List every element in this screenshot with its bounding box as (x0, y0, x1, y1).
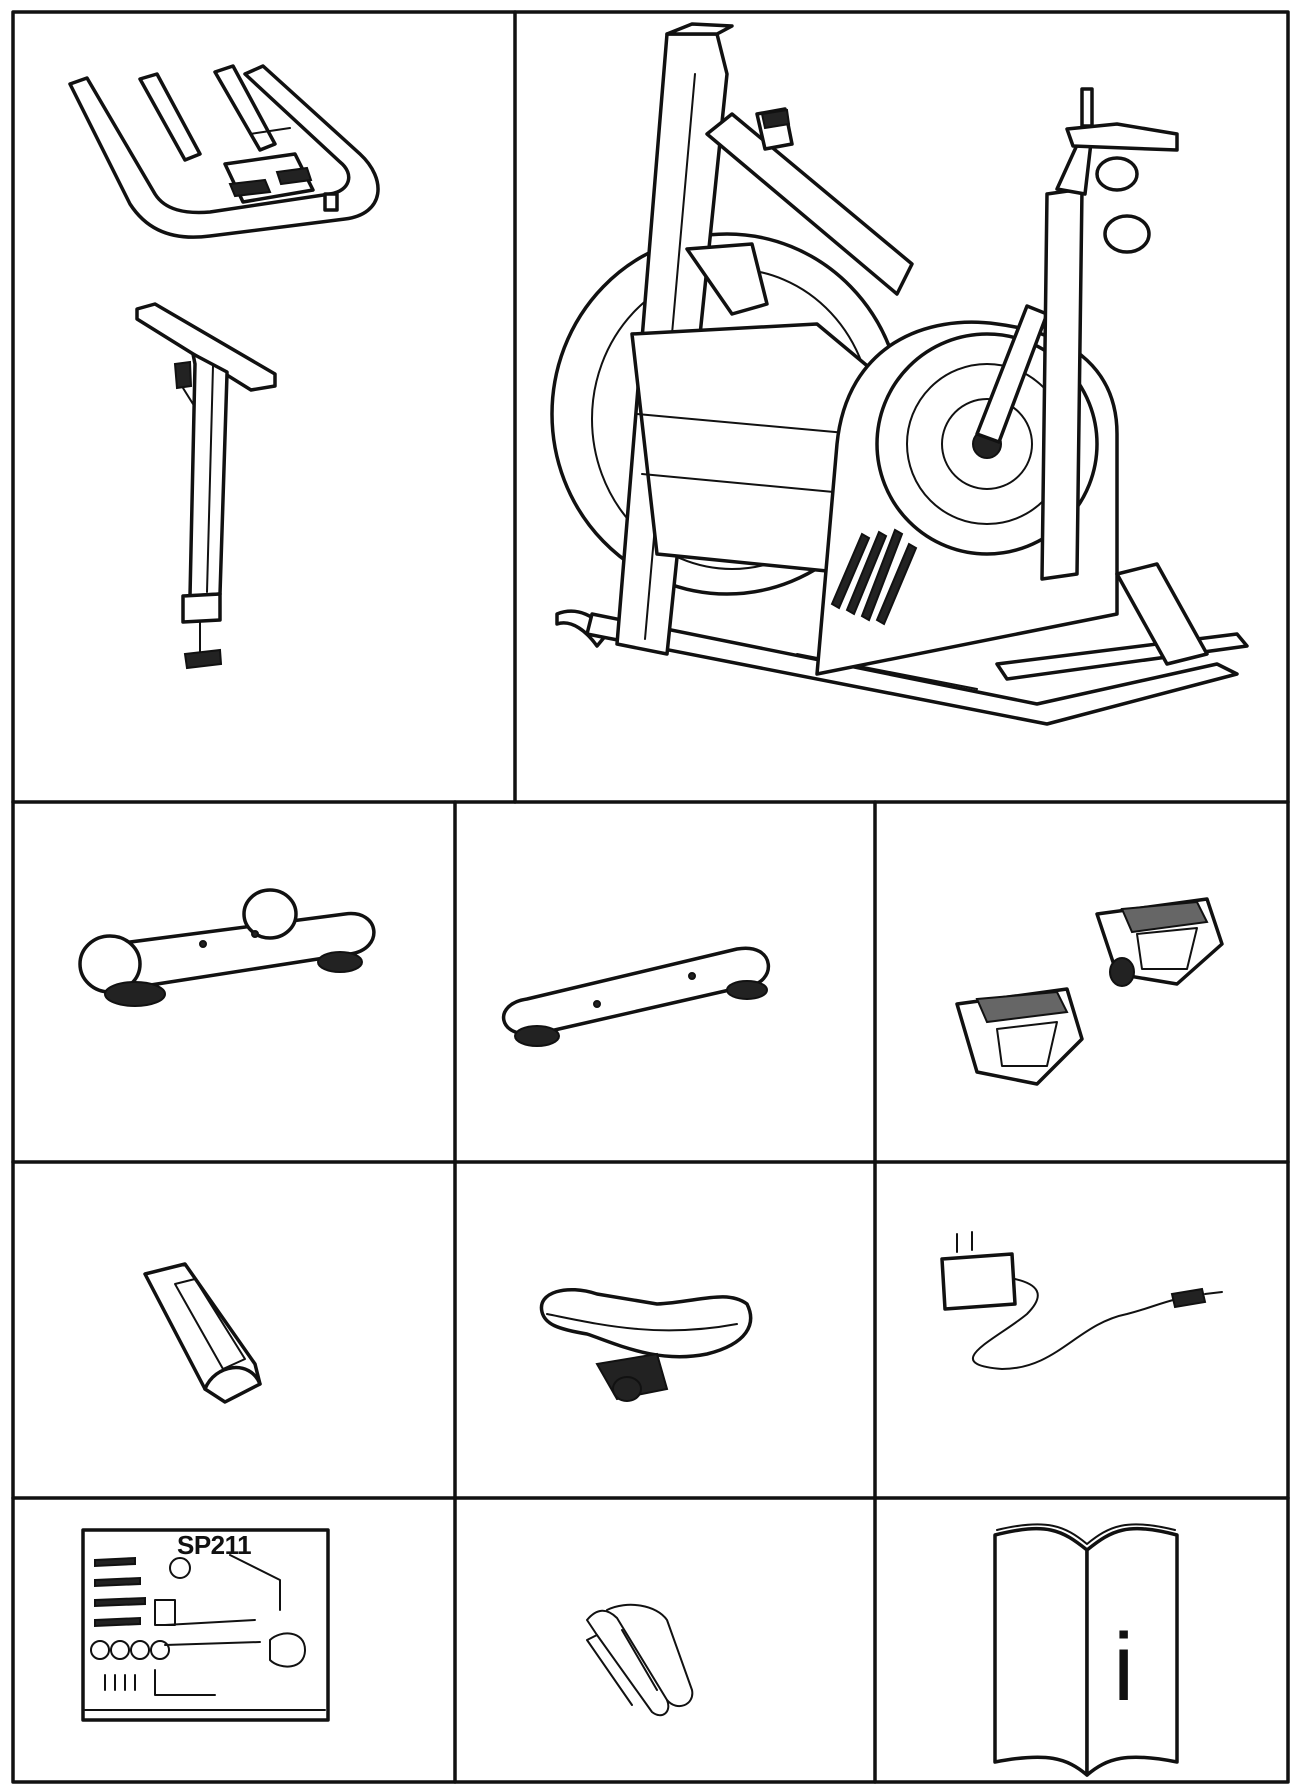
phone-holder-icon (143, 1262, 262, 1404)
cell-power-adapter (877, 1164, 1286, 1496)
front-stabilizer-icon (78, 888, 376, 1007)
cell-phone-holder (15, 1164, 453, 1496)
cell-saddle (457, 1164, 873, 1496)
power-adapter-icon (940, 1231, 1223, 1370)
manual-info-letter: i (1113, 1614, 1135, 1721)
hardware-kit-icon (81, 1528, 330, 1722)
hardware-kit-model: SP211 (177, 1530, 252, 1560)
cell-pedals (877, 804, 1286, 1160)
cell-rear-stabilizer (457, 804, 873, 1160)
cell-front-stabilizer (15, 804, 453, 1160)
bottle-cage-icon (586, 1603, 694, 1717)
cell-hardware-kit: SP211 (15, 1500, 453, 1780)
seat-post-icon (135, 302, 277, 670)
cell-handlebar-and-seat-post (15, 14, 513, 800)
pedal-icon (955, 897, 1224, 1086)
rear-stabilizer-icon (501, 946, 771, 1047)
cell-bottle-cage (457, 1500, 873, 1780)
cell-manual: i (877, 1500, 1286, 1780)
manual-book-icon (993, 1523, 1179, 1777)
saddle-icon (539, 1287, 753, 1402)
handlebar-icon (68, 64, 380, 239)
cell-bike-frame (517, 14, 1286, 800)
exercise-bike-frame-icon (550, 22, 1249, 726)
